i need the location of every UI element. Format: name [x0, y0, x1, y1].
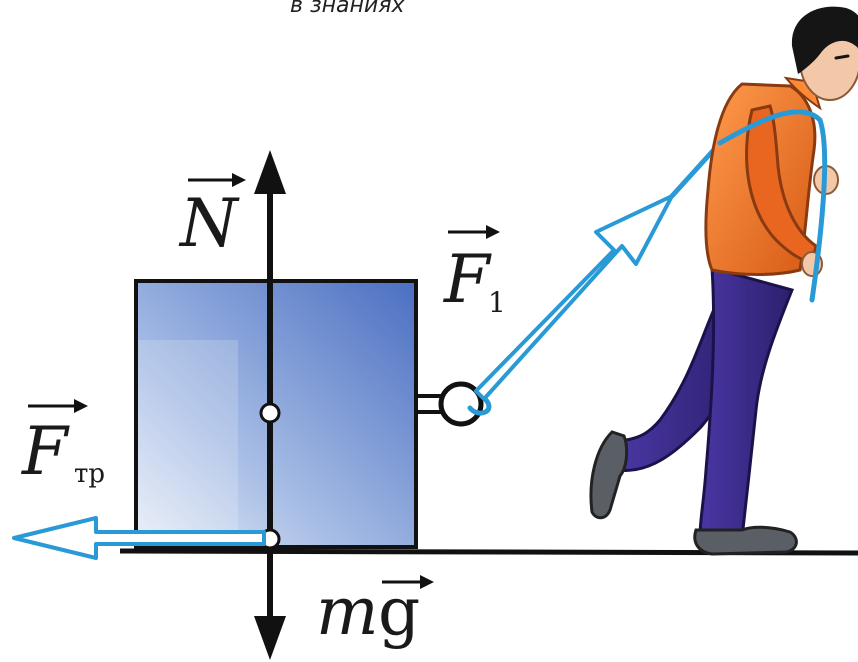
pull-force-subscript: 1 [488, 286, 506, 319]
gravity-force-label: m g [316, 573, 434, 650]
normal-force-label: N [178, 173, 246, 262]
pull-force-arrow [474, 194, 674, 401]
front-leg [698, 265, 795, 540]
friction-force-symbol: F [21, 413, 70, 490]
normal-force-symbol: N [178, 185, 240, 262]
hair [791, 6, 858, 74]
boy-illustration [589, 6, 858, 556]
block-hook [414, 381, 484, 427]
pull-force-label: F 1 [443, 225, 506, 319]
block-center-point [259, 402, 281, 424]
vertical-force-axis [254, 150, 286, 660]
gravity-g-symbol: g [378, 573, 420, 650]
eye [834, 54, 850, 60]
friction-force-arrow [12, 516, 266, 560]
front-shoe [693, 525, 798, 556]
gravity-mass-symbol: m [316, 573, 379, 650]
normal-force-arrowhead [254, 150, 286, 194]
gravity-arrowhead [254, 616, 286, 660]
back-shoe [589, 430, 629, 520]
friction-force-subscript: тр [74, 459, 105, 489]
caption-fragment: в знаниях [290, 0, 405, 18]
friction-force-label: F тр [21, 399, 105, 490]
pull-force-symbol: F [443, 241, 492, 318]
rope-over-shoulder [717, 109, 828, 303]
